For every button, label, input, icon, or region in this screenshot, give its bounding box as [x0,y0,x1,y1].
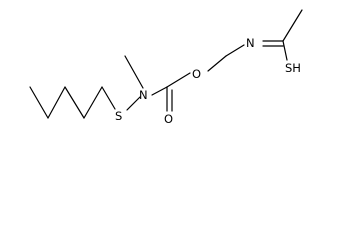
structure-diagram: S N O O N SH [29,9,303,126]
bond-butyl-3 [64,86,85,119]
bond-butyl-1 [29,86,49,119]
bond-o-ch2 [207,55,227,72]
atom-n-carbamate: N [139,88,148,102]
bond-c-methyl [282,9,303,42]
atom-sh-thiol: SH [285,61,301,75]
bond-c-s [101,86,116,110]
bond-butyl-2 [47,86,66,119]
bond-s-n [126,96,141,111]
molecule-drawing: S N O O N SH [29,9,303,126]
atom-s-chain: S [115,109,122,123]
atom-n-imine: N [246,36,255,50]
bond-butyl-4 [83,86,103,119]
atom-o-ester: O [192,67,201,81]
bond-ch2-n [225,44,245,57]
bond-c-sh [282,40,288,61]
bond-n-methyl [124,55,144,89]
bond-n-carbonyl-c [151,86,168,96]
bond-c-o-ester [166,72,191,88]
atom-o-carbonyl: O [164,112,173,126]
